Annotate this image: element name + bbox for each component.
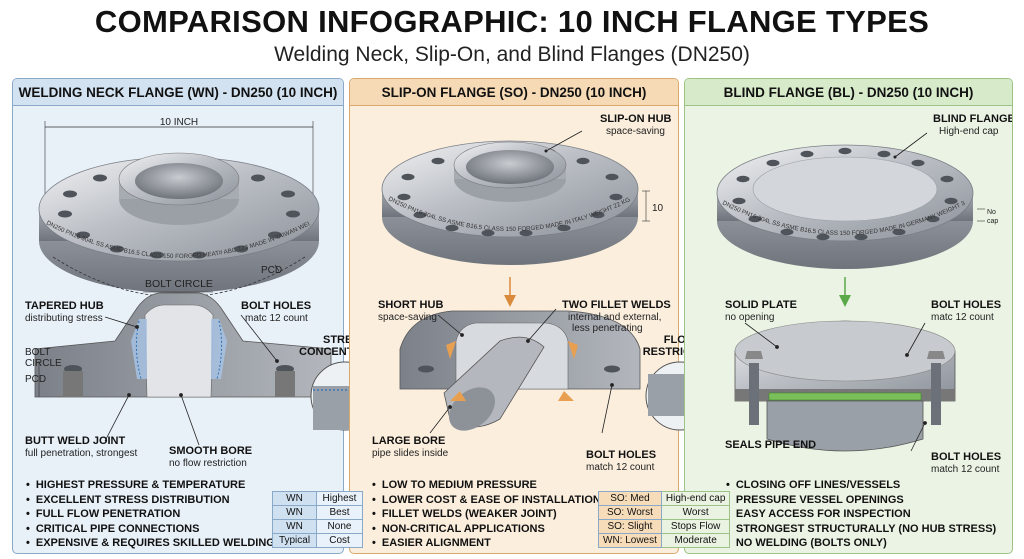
table-cell: SO: Slight bbox=[598, 519, 662, 534]
so-bullet: LOWER COST & EASE OF INSTALLATION bbox=[372, 493, 601, 508]
wn-bullet: EXCELLENT STRESS DISTRIBUTION bbox=[26, 493, 275, 508]
wn-bullet: CRITICAL PIPE CONNECTIONS bbox=[26, 522, 275, 537]
wn-bullet: EXPENSIVE & REQUIRES SKILLED WELDING bbox=[26, 536, 275, 551]
dim-10-inch: 10 INCH bbox=[159, 117, 199, 128]
table-cell: WN: Lowest bbox=[598, 533, 662, 548]
slip-on-title: SLIP-ON FLANGE (SO) - DN250 (10 INCH) bbox=[350, 79, 678, 106]
bl-bullet: STRONGEST STRUCTURALLY (NO HUB STRESS) bbox=[726, 522, 996, 537]
blind-bolt-holes2-label: BOLT HOLES bbox=[931, 451, 1002, 463]
solid-plate-sub: no opening bbox=[725, 312, 775, 323]
fillet-welds-sub-2: less penetrating bbox=[572, 323, 643, 334]
table-cell: SO: Med bbox=[598, 491, 662, 506]
table-cell: Highest bbox=[316, 491, 363, 506]
so-bullet: EASIER ALIGNMENT bbox=[372, 536, 601, 551]
blind-bolt-holes2-sub: match 12 count bbox=[931, 464, 1000, 475]
slip-on-illustration bbox=[381, 130, 650, 434]
smooth-bore-label: SMOOTH BORE bbox=[169, 445, 253, 457]
bolt-circle-label: BOLT CIRCLE bbox=[145, 278, 213, 290]
butt-weld-sub: full penetration, strongest bbox=[25, 448, 138, 459]
tapered-hub-sub: distributing stress bbox=[25, 313, 103, 324]
blind-title: BLIND FLANGE (BL) - DN250 (10 INCH) bbox=[685, 79, 1012, 106]
blind-flange-label: BLIND FLANGE bbox=[933, 113, 1013, 125]
blind-bolt-holes-sub: matc 12 count bbox=[931, 312, 994, 323]
bl-bullet: EASY ACCESS FOR INSPECTION bbox=[726, 507, 996, 522]
welding-neck-panel: WELDING NECK FLANGE (WN) - DN250 (10 INC… bbox=[12, 78, 344, 554]
table-cell: None bbox=[316, 519, 363, 534]
bolt-circle-side-1: BOLT bbox=[25, 347, 51, 358]
seals-pipe-end-label: SEALS PIPE END bbox=[725, 439, 817, 451]
table-cell: Cost bbox=[316, 533, 363, 548]
butt-weld-label: BUTT WELD JOINT bbox=[25, 435, 126, 447]
blind-flange-sub: High-end cap bbox=[939, 126, 999, 137]
slip-on-panel: SLIP-ON FLANGE (SO) - DN250 (10 INCH) bbox=[349, 78, 679, 554]
table-cell: WN bbox=[272, 519, 317, 534]
page-subtitle: Welding Neck, Slip-On, and Blind Flanges… bbox=[274, 43, 750, 66]
page-title: COMPARISON INFOGRAPHIC: 10 INCH FLANGE T… bbox=[94, 4, 930, 39]
wn-bullet: HIGHEST PRESSURE & TEMPERATURE bbox=[26, 478, 275, 493]
blind-illustration bbox=[716, 132, 985, 452]
table-cell: WN bbox=[272, 505, 317, 520]
large-bore-sub: pipe slides inside bbox=[372, 448, 449, 459]
smooth-bore-sub: no flow restriction bbox=[169, 458, 247, 469]
wn-bullets: HIGHEST PRESSURE & TEMPERATURE EXCELLENT… bbox=[26, 478, 275, 551]
slip-on-hub-label: SLIP-ON HUB bbox=[600, 113, 672, 125]
bl-bullet: NO WELDING (BOLTS ONLY) bbox=[726, 536, 996, 551]
no-cap-1: No bbox=[987, 209, 996, 216]
table-cell: WN bbox=[272, 491, 317, 506]
so-bullet: LOW TO MEDIUM PRESSURE bbox=[372, 478, 601, 493]
bolt-holes-label: BOLT HOLES bbox=[241, 300, 312, 312]
table-cell: Typical bbox=[272, 533, 317, 548]
table-cell: High-end cap bbox=[660, 491, 731, 506]
no-cap-2: cap bbox=[987, 218, 999, 225]
bolt-holes bbox=[732, 147, 958, 241]
blind-bolt-holes-label: BOLT HOLES bbox=[931, 299, 1002, 311]
fillet-welds-label: TWO FILLET WELDS bbox=[562, 299, 671, 311]
bolt-holes-sub: matc 12 count bbox=[245, 313, 308, 324]
dim-10: 10 bbox=[652, 203, 664, 214]
welding-neck-illustration bbox=[34, 121, 332, 446]
solid-plate-label: SOLID PLATE bbox=[725, 299, 797, 311]
pcd-side: PCD bbox=[25, 374, 47, 385]
so-bullet: NON-CRITICAL APPLICATIONS bbox=[372, 522, 601, 537]
slip-on-bolt-holes-label: BOLT HOLES bbox=[586, 449, 657, 461]
tapered-hub-label: TAPERED HUB bbox=[25, 300, 104, 312]
slip-on-bolt-holes-sub: match 12 count bbox=[586, 462, 655, 473]
bl-bullet: CLOSING OFF LINES/VESSELS bbox=[726, 478, 996, 493]
table-cell: Moderate bbox=[660, 533, 731, 548]
so-bullet: FILLET WELDS (WEAKER JOINT) bbox=[372, 507, 601, 522]
slip-on-hub-sub: space-saving bbox=[606, 126, 665, 137]
table-cell: Stops Flow bbox=[660, 519, 731, 534]
welding-neck-title: WELDING NECK FLANGE (WN) - DN250 (10 INC… bbox=[13, 79, 343, 106]
table-cell: Worst bbox=[660, 505, 731, 520]
blind-panel: BLIND FLANGE (BL) - DN250 (10 INCH) bbox=[684, 78, 1013, 554]
table-cell: SO: Worst bbox=[598, 505, 662, 520]
so-bullets: LOW TO MEDIUM PRESSURE LOWER COST & EASE… bbox=[372, 478, 601, 551]
bl-bullets: CLOSING OFF LINES/VESSELS PRESSURE VESSE… bbox=[726, 478, 996, 551]
bl-bullet: PRESSURE VESSEL OPENINGS bbox=[726, 493, 996, 508]
table-cell: Best bbox=[316, 505, 363, 520]
fillet-welds-sub-1: internal and external, bbox=[568, 312, 662, 323]
short-hub-label: SHORT HUB bbox=[378, 299, 444, 311]
large-bore-label: LARGE BORE bbox=[372, 435, 446, 447]
short-hub-sub: space-saving bbox=[378, 312, 437, 323]
bolt-holes bbox=[397, 145, 623, 237]
bolt-circle-side-2: CIRCLE bbox=[25, 358, 62, 369]
wn-bullet: FULL FLOW PENETRATION bbox=[26, 507, 275, 522]
pcd-label: PCD bbox=[261, 265, 283, 276]
